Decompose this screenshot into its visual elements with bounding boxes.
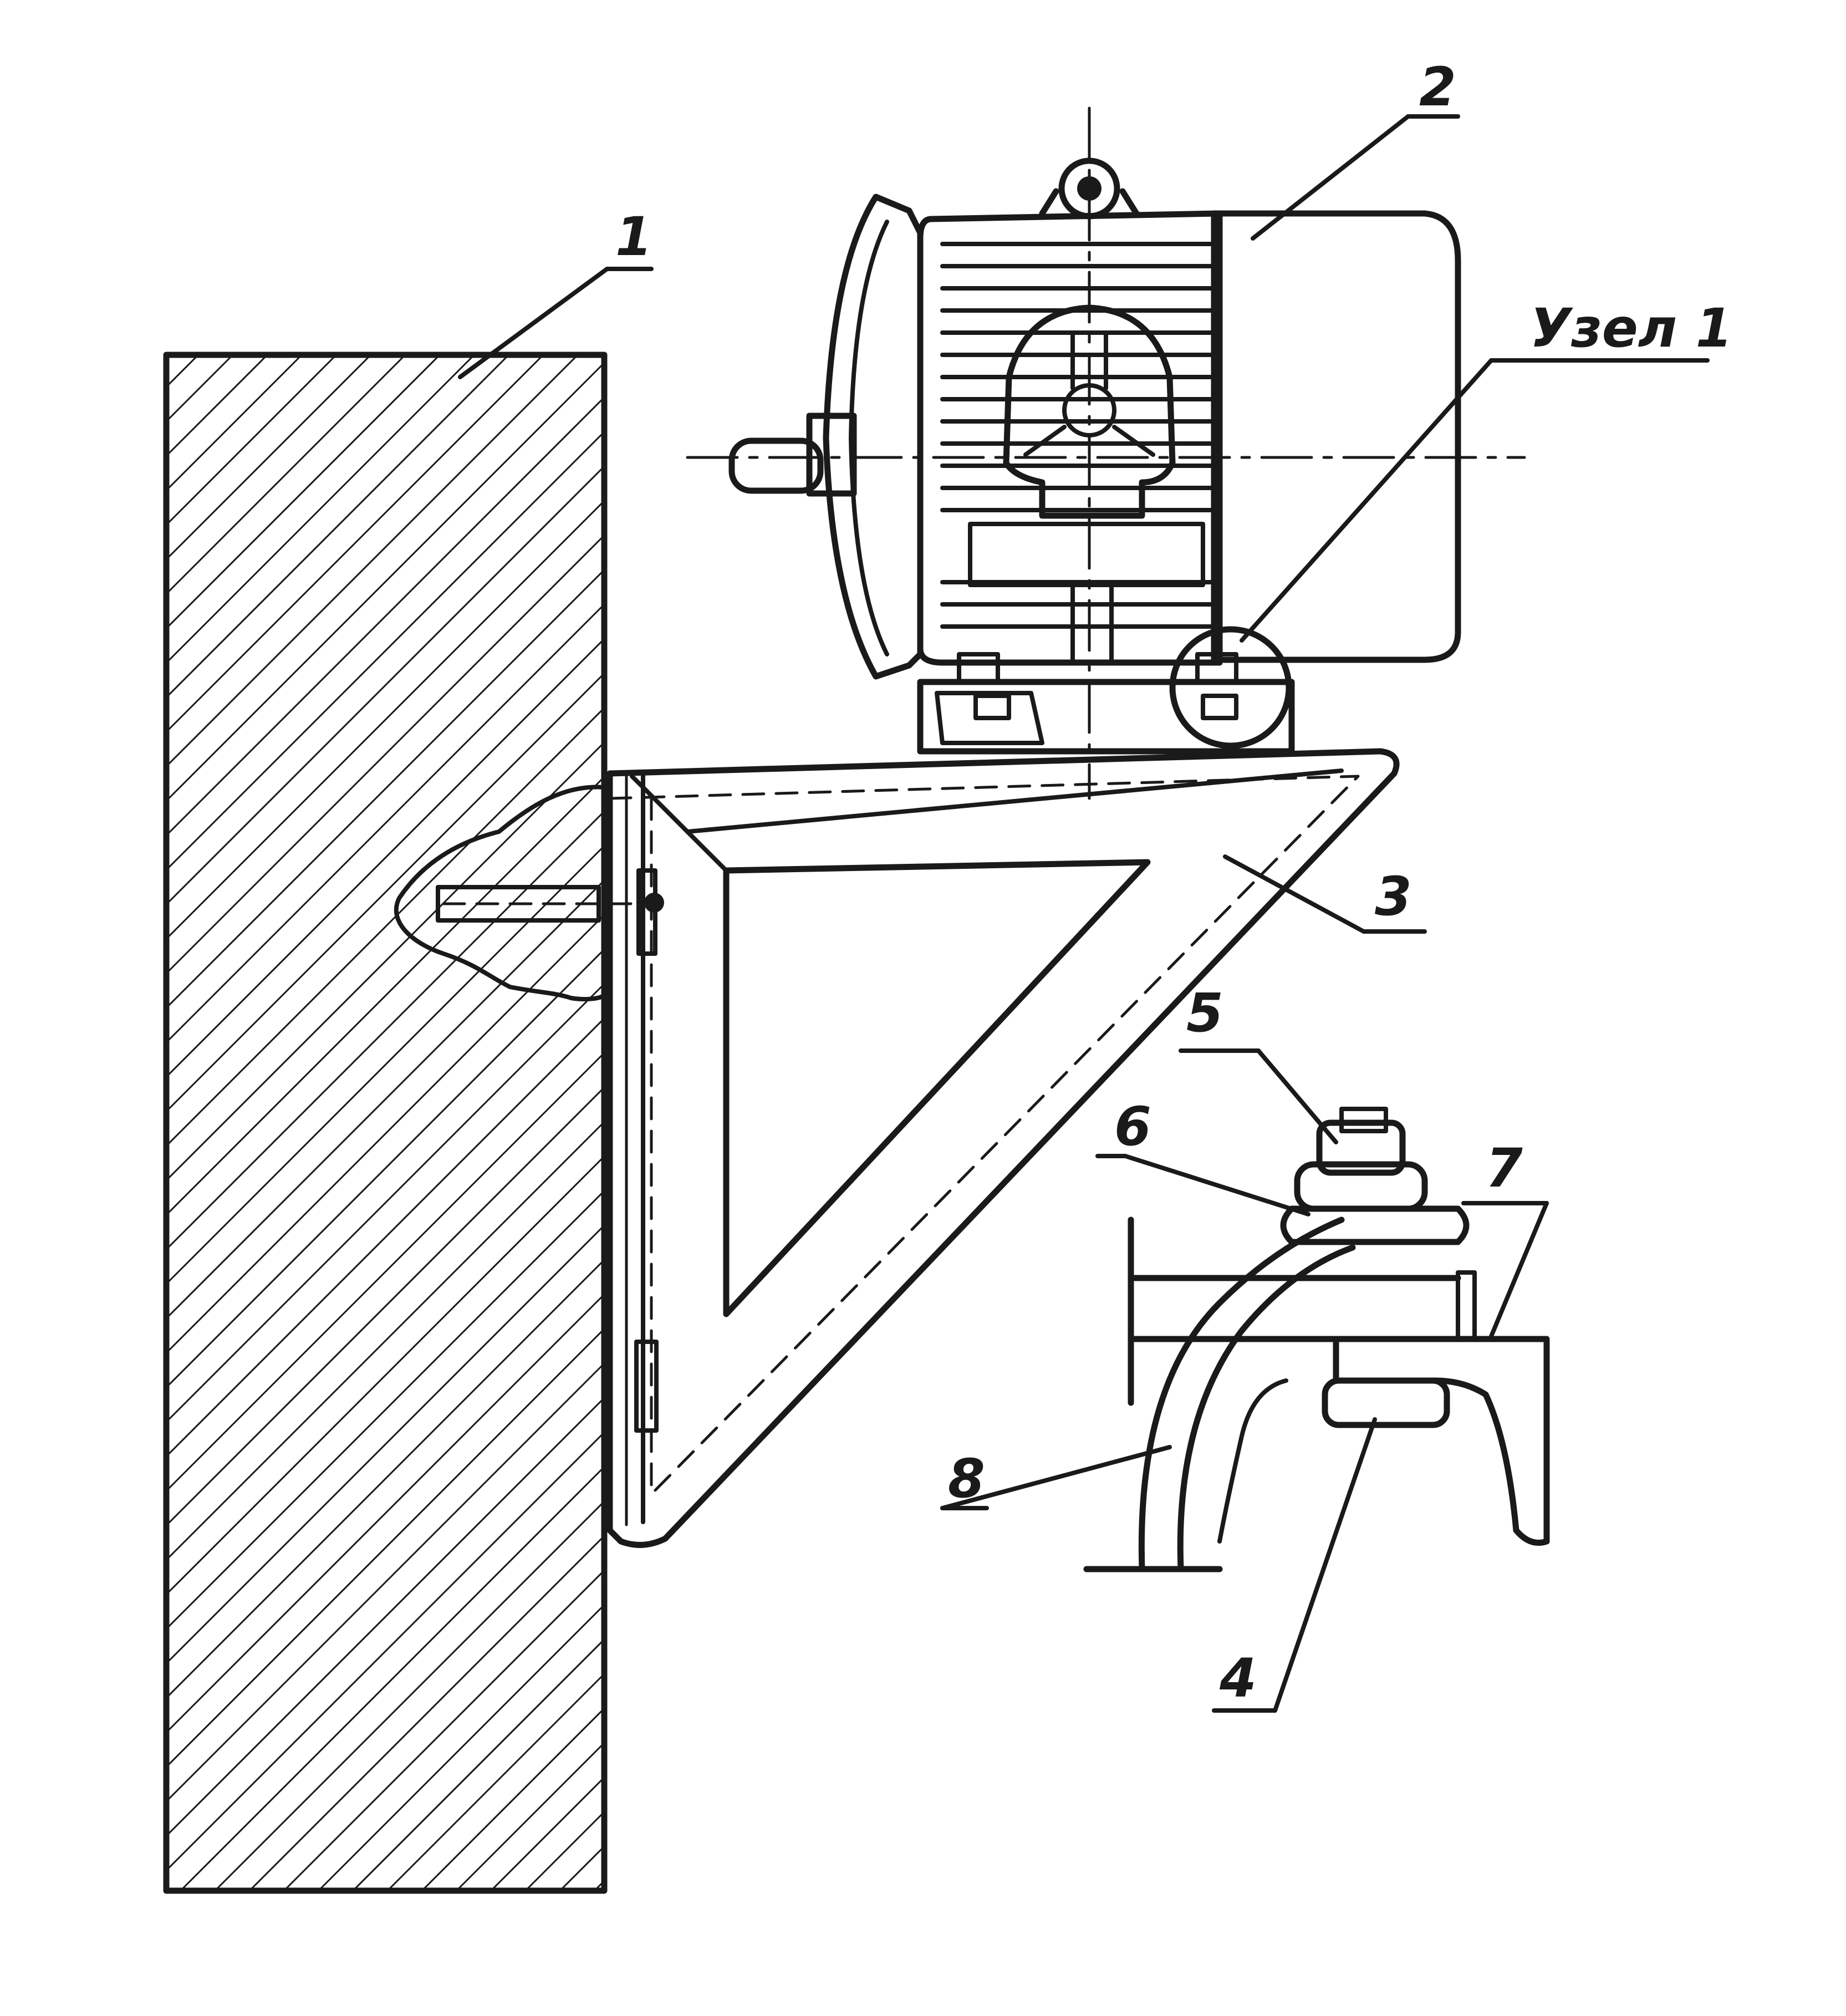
label-node: Узел 1 [1530, 297, 1732, 359]
label-motor: 2 [1419, 56, 1456, 118]
wall [163, 352, 656, 1894]
bracket [606, 748, 1400, 1548]
leader-lines [458, 114, 1710, 1713]
label-clamp: 8 [948, 1448, 985, 1510]
label-washer: 6 [1114, 1096, 1151, 1158]
electric-motor [686, 106, 1526, 800]
label-bracket: 3 [1375, 866, 1412, 928]
label-wall: 1 [615, 206, 652, 268]
callout-labels: 1 2 Узел 1 3 5 6 7 8 4 [615, 56, 1732, 1709]
clamp-detail [1083, 1107, 1550, 1572]
label-nut: 5 [1186, 982, 1223, 1044]
label-bolt: 4 [1219, 1647, 1257, 1709]
label-channel: 7 [1486, 1137, 1523, 1199]
